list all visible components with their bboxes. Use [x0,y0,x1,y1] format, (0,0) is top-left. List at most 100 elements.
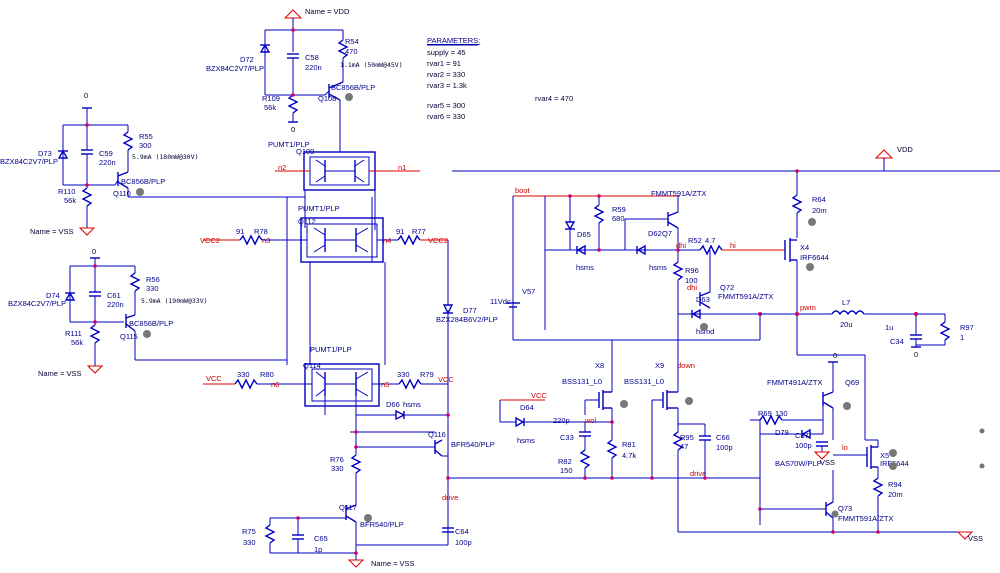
high-side-section: VDD boot 11Vdc V57 D65 hsms R59 680 FMMT… [452,145,1000,360]
q72-ref: Q72 [720,283,734,292]
r109-value: 56k [264,103,276,112]
net-n1-label: n1 [398,163,406,172]
zener-diode-icon [259,43,271,53]
c58-value: 220n [305,63,322,72]
resistor-icon [81,187,93,207]
probe-marker-icon[interactable] [831,510,839,518]
r79-ref: R79 [420,370,434,379]
x9-value: BSS131_L0 [624,377,664,386]
net-dhi-label: dhi [676,241,686,250]
net-n5-label: n5 [381,380,389,389]
d73-value: BZX84C2V7/PLP [0,157,58,166]
vss-port-icon [78,227,96,236]
x8-ref: X8 [595,361,604,370]
probe-marker-icon[interactable] [843,402,851,410]
vss-label: Name = VSS [30,227,74,236]
c65-value: 1p [314,545,322,554]
diode-icon [564,221,576,231]
d65-ref: D65 [577,230,591,239]
r96-value: 100 [685,276,698,285]
q73-ref: Q73 [838,504,852,513]
probe-marker-icon[interactable] [889,449,897,457]
net-wol-label: wol [584,416,597,425]
q72-value: FMMT591A/ZTX [718,292,773,301]
x4-ref: X4 [800,243,809,252]
parameters-block: PARAMETERS: supply = 45 rvar1 = 91 rvar2… [427,36,573,121]
dual-transistor-icon [304,363,380,407]
r75-ref: R75 [242,527,256,536]
d72-value: BZX84C2V7/PLP [206,64,264,73]
resistor-icon [939,321,951,341]
r59-value: 680 [612,214,625,223]
resistor-icon [606,439,618,459]
net-n4-label: n4 [383,236,391,245]
r52-value: 4.7 [705,236,715,245]
c34-ref: C34 [890,337,904,346]
probe-marker-icon[interactable] [700,323,708,331]
r64-ref: R64 [812,195,826,204]
vdd-top-section: Name = VDD D72 BZX84C2V7/PLP C58 220n R5… [206,7,403,150]
r56-note: 5.9mA (190mW@33V) [141,297,208,305]
r81-value: 4.7k [622,451,636,460]
probe-marker-icon[interactable] [620,400,628,408]
r110-ref: R110 [58,187,75,196]
probe-marker-icon[interactable] [136,188,144,196]
diode-icon [395,409,406,421]
probe-marker-icon[interactable] [806,263,814,271]
net-lo-label: lo [842,443,848,452]
probe-marker-icon[interactable] [808,218,816,226]
probe-marker-icon[interactable] [345,93,353,101]
resistor-icon [122,131,134,151]
probe-marker-icon[interactable] [979,463,985,469]
vdd-top-label: Name = VDD [305,7,350,16]
vss-port-icon [347,559,365,568]
x8-value: BSS131_L0 [562,377,602,386]
d63-value: hsmd [696,327,714,336]
r56-value: 330 [146,284,159,293]
resistor-icon [239,234,263,246]
probe-marker-icon[interactable] [685,397,693,405]
probe-marker-icon[interactable] [979,428,985,434]
resistor-icon [89,324,101,344]
d74-section: 0 D74 BZX84C2V7/PLP C61 220n R56 330 5.9… [8,247,287,378]
d66-ref: D66 [386,400,400,409]
resistor-icon [593,204,605,224]
r110-value: 56k [64,196,76,205]
q109-q112-section: PUMT1/PLP Q109 n2 n1 PUMT1/PLP Q112 n3 n… [200,140,448,365]
gnd-label: 0 [84,91,88,100]
resistor-icon [234,378,258,390]
q108-ref: Q108 [318,94,336,103]
x4-value: IRF6644 [800,253,829,262]
r54-ref: R54 [345,37,359,46]
resistor-icon [579,449,591,469]
probe-marker-icon[interactable] [143,330,151,338]
net-pwm-label: pwm [800,303,816,312]
q112-ref: Q112 [298,217,316,226]
vss-label: Name = VSS [38,369,82,378]
r81-ref: R81 [622,440,636,449]
resistor-icon [264,524,276,544]
r55-value: 300 [139,141,152,150]
vcc-label: VCC [438,375,454,384]
net-n2-label: n2 [278,163,286,172]
c61-value: 220n [107,300,124,309]
vdd-port-icon [874,149,894,159]
c58-ref: C58 [305,53,319,62]
net-boot-label: boot [515,186,531,195]
r59-ref: R59 [612,205,626,214]
q114-value: PUMT1/PLP [310,345,352,354]
r82-ref: R82 [558,457,572,466]
r94-ref: R94 [888,480,902,489]
r76-ref: R76 [330,455,344,464]
q114-ref: Q114 [303,361,321,370]
resistor-icon [129,272,141,292]
c64-value: 100p [455,538,472,547]
low-side-section: X8 BSS131_L0 X9 BSS131_L0 down VCC D64 h… [448,340,985,543]
r80-ref: R80 [260,370,274,379]
probe-marker-icon[interactable] [364,514,372,522]
probe-marker-icon[interactable] [889,462,897,470]
v57-value: 11Vdc [490,297,511,306]
net-hi-label: hi [730,241,736,250]
r52-ref: R52 [688,236,702,245]
